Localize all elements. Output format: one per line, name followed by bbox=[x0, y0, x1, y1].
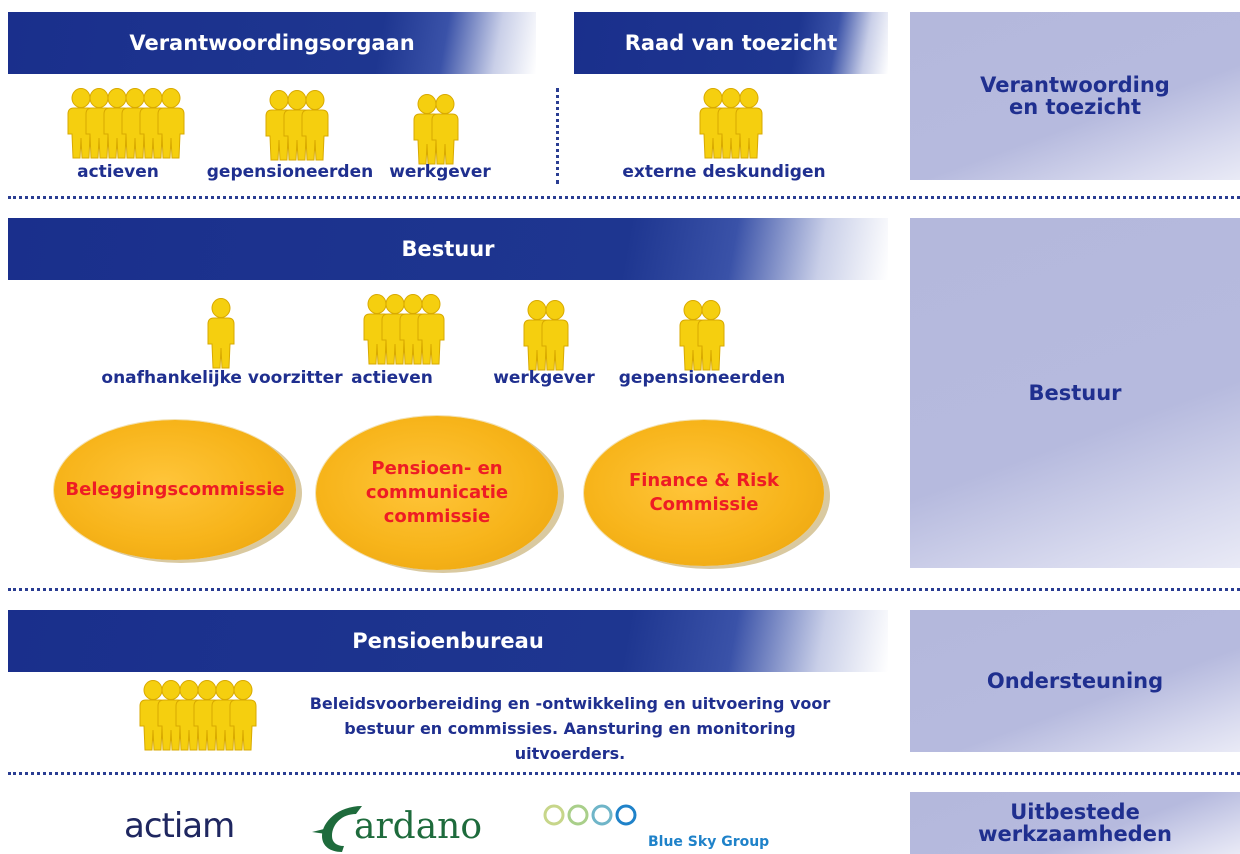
group-label-actieven: actieven bbox=[77, 162, 159, 182]
people-figures bbox=[679, 300, 725, 371]
people-figures bbox=[699, 88, 763, 159]
section-divider-2 bbox=[8, 588, 1240, 591]
section-divider-3 bbox=[8, 772, 1240, 775]
people-icon-group-werkgever bbox=[410, 94, 466, 171]
actiam-logo-text: actiam bbox=[124, 806, 235, 846]
people-icon-group-bestuur-werkgever bbox=[520, 300, 576, 377]
people-icon-group-actieven bbox=[64, 88, 192, 165]
cardano-swoosh-icon bbox=[312, 806, 362, 852]
side-label-verantwoording: Verantwoording en toezicht bbox=[980, 72, 1170, 119]
raad-van-toezicht-title: Raad van toezicht bbox=[624, 31, 838, 55]
verantwoordingsorgaan-title: Verantwoordingsorgaan bbox=[129, 31, 415, 55]
group-label-voorzitter: onafhankelijke voorzitter bbox=[101, 368, 343, 388]
people-figures bbox=[523, 300, 569, 371]
vertical-divider bbox=[556, 88, 559, 184]
people-figures bbox=[363, 294, 445, 365]
side-label-bestuur: Bestuur bbox=[1028, 380, 1122, 405]
side-box-bestuur: Bestuur bbox=[910, 218, 1240, 568]
person-icon bbox=[417, 294, 445, 365]
committee-pensioen-communicatie: Pensioen- en communicatie commissie bbox=[316, 416, 558, 570]
person-icon bbox=[541, 300, 569, 371]
person-icon bbox=[697, 300, 725, 371]
person-icon-voorzitter bbox=[204, 298, 242, 375]
verantwoordingsorgaan-header: Verantwoordingsorgaan bbox=[8, 12, 536, 74]
person-icon bbox=[193, 680, 221, 751]
people-figures bbox=[67, 88, 185, 159]
people-icon-group-pensioenbureau bbox=[136, 680, 264, 757]
person-icon bbox=[431, 94, 459, 165]
raad-van-toezicht-header: Raad van toezicht bbox=[574, 12, 888, 74]
people-figures bbox=[139, 680, 257, 751]
person-icon bbox=[229, 680, 257, 751]
person-icon bbox=[157, 88, 185, 159]
description-line-2: bestuur en commissies. Aansturing en mon… bbox=[344, 718, 796, 763]
side-box-verantwoording: Verantwoording en toezicht bbox=[910, 12, 1240, 180]
person-icon bbox=[301, 90, 329, 161]
side-box-ondersteuning: Ondersteuning bbox=[910, 610, 1240, 752]
section-divider-1 bbox=[8, 196, 1240, 199]
group-label-bestuur-gepensioneerden: gepensioneerden bbox=[618, 368, 786, 388]
bestuur-title: Bestuur bbox=[401, 237, 495, 261]
people-figures bbox=[265, 90, 329, 161]
actiam-logo: actiam bbox=[124, 806, 235, 846]
blue-sky-group-logo: Blue Sky Group bbox=[542, 800, 782, 854]
cardano-logo: ardano bbox=[308, 798, 488, 854]
people-icon-group-gepensioneerden bbox=[262, 90, 336, 167]
blue-sky-circles-icon bbox=[543, 804, 637, 826]
blue-sky-group-logo-text: Blue Sky Group bbox=[648, 834, 770, 850]
pensioenbureau-title: Pensioenbureau bbox=[352, 629, 544, 653]
cardano-logo-text: ardano bbox=[354, 806, 483, 847]
group-label-bestuur-werkgever: werkgever bbox=[493, 368, 595, 388]
description-line-1: Beleidsvoorbereiding en -ontwikkeling en… bbox=[309, 694, 831, 713]
group-label-externe-deskundigen: externe deskundigen bbox=[622, 162, 826, 182]
people-figures bbox=[413, 94, 459, 165]
people-icon-group-bestuur-actieven bbox=[360, 294, 452, 371]
committee-beleggingscommissie: Beleggingscommissie bbox=[54, 420, 296, 560]
committee-finance-risk: Finance & Risk Commissie bbox=[584, 420, 824, 566]
side-label-uitbesteed: Uitbestede werkzaamheden bbox=[978, 799, 1172, 846]
pensioenbureau-description: Beleidsvoorbereiding en -ontwikkeling en… bbox=[290, 692, 850, 766]
person-icon bbox=[735, 88, 763, 159]
pensioenbureau-header: Pensioenbureau bbox=[8, 610, 888, 672]
bestuur-header: Bestuur bbox=[8, 218, 888, 280]
side-label-ondersteuning: Ondersteuning bbox=[986, 668, 1164, 693]
people-icon-group-bestuur-gepensioneerden bbox=[676, 300, 732, 377]
group-label-bestuur-actieven: actieven bbox=[351, 368, 433, 388]
people-figures bbox=[207, 298, 235, 369]
group-label-werkgever: werkgever bbox=[389, 162, 491, 182]
person-icon bbox=[207, 298, 235, 369]
people-icon-group-externe-deskundigen bbox=[696, 88, 770, 165]
side-box-uitbesteed: Uitbestede werkzaamheden bbox=[910, 792, 1240, 854]
group-label-gepensioneerden: gepensioneerden bbox=[206, 162, 374, 182]
